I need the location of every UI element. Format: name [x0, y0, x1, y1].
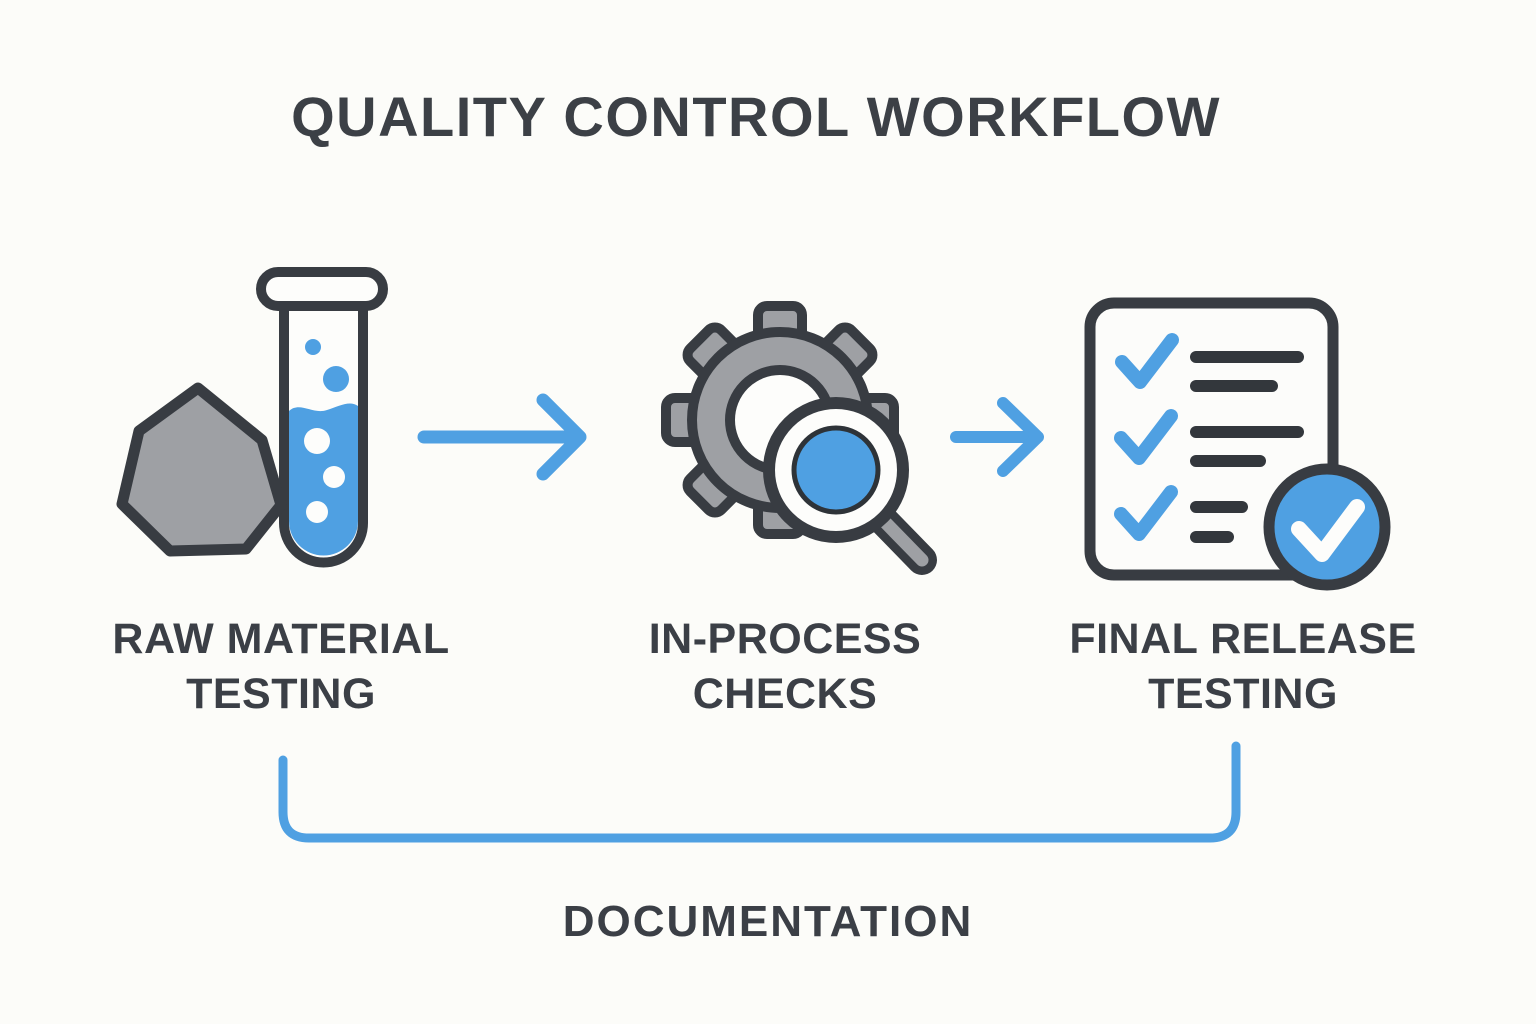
- stage-label-line: FINAL RELEASE: [1069, 615, 1417, 663]
- right-arrow-icon: [417, 393, 587, 481]
- stage-label-line: TESTING: [1148, 670, 1338, 718]
- bubble: [304, 428, 330, 454]
- stage-label-raw-material-testing: RAW MATERIAL TESTING: [112, 612, 449, 722]
- stage-label-line: IN-PROCESS: [648, 615, 922, 663]
- rock: [116, 382, 287, 557]
- magnifier: [763, 397, 937, 575]
- page-title: QUALITY CONTROL WORKFLOW: [291, 85, 1221, 148]
- tube-rim: [256, 267, 388, 311]
- test-tube-and-rock-icon: [116, 267, 388, 568]
- stage-label-line: CHECKS: [692, 670, 878, 718]
- documentation-label: DOCUMENTATION: [562, 897, 974, 946]
- approved-badge-icon: [1263, 463, 1391, 591]
- stage-label-line: TESTING: [186, 670, 376, 718]
- checklist-document-icon: [1084, 297, 1391, 591]
- stage-label-final-release-testing: FINAL RELEASE TESTING: [1069, 612, 1416, 722]
- gear-magnifier-icon: [661, 301, 937, 575]
- bubble: [305, 339, 321, 355]
- documentation-bracket: [278, 741, 1241, 843]
- bubble: [323, 466, 345, 488]
- check-item-marks: [1114, 333, 1179, 541]
- document-text-lines: [1190, 351, 1304, 543]
- right-arrow-icon: [950, 397, 1044, 477]
- stage-label-in-process-checks: IN-PROCESS CHECKS: [649, 612, 922, 722]
- bubble: [306, 501, 328, 523]
- bubble: [323, 366, 349, 392]
- stage-label-line: RAW MATERIAL: [112, 615, 450, 663]
